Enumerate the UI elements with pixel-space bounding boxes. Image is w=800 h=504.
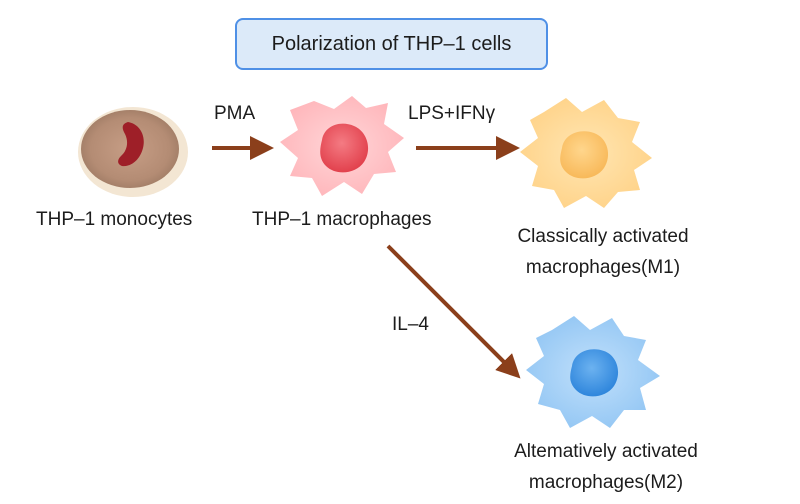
m2-macrophage-cell bbox=[526, 316, 660, 428]
m1-nucleus bbox=[560, 131, 609, 179]
il4-arrow bbox=[386, 244, 521, 379]
m1-label-line1: Classically activated bbox=[517, 226, 689, 247]
macrophage-cell bbox=[280, 96, 404, 196]
diagram-title: Polarization of THP–1 cells bbox=[235, 18, 548, 70]
m1-macrophage-cell bbox=[520, 98, 652, 208]
monocyte-label: THP–1 monocytes bbox=[36, 209, 193, 230]
macrophage-nucleus bbox=[320, 123, 369, 173]
m2-label: Altematively activated macrophages(M2) bbox=[488, 436, 724, 498]
il4-label: IL–4 bbox=[392, 314, 429, 335]
m2-nucleus bbox=[570, 349, 619, 397]
m1-label-line2: macrophages(M1) bbox=[525, 257, 681, 278]
pma-label: PMA bbox=[214, 103, 256, 124]
monocyte-nucleus bbox=[118, 122, 144, 167]
lps-ifn-label: LPS+IFNγ bbox=[408, 103, 496, 124]
macrophage-label: THP–1 macrophages bbox=[252, 209, 432, 230]
monocyte-cell bbox=[78, 107, 188, 197]
m2-label-line2: macrophages(M2) bbox=[528, 472, 684, 493]
m1-label: Classically activated macrophages(M1) bbox=[488, 221, 718, 283]
m2-label-line1: Altematively activated bbox=[514, 441, 698, 462]
